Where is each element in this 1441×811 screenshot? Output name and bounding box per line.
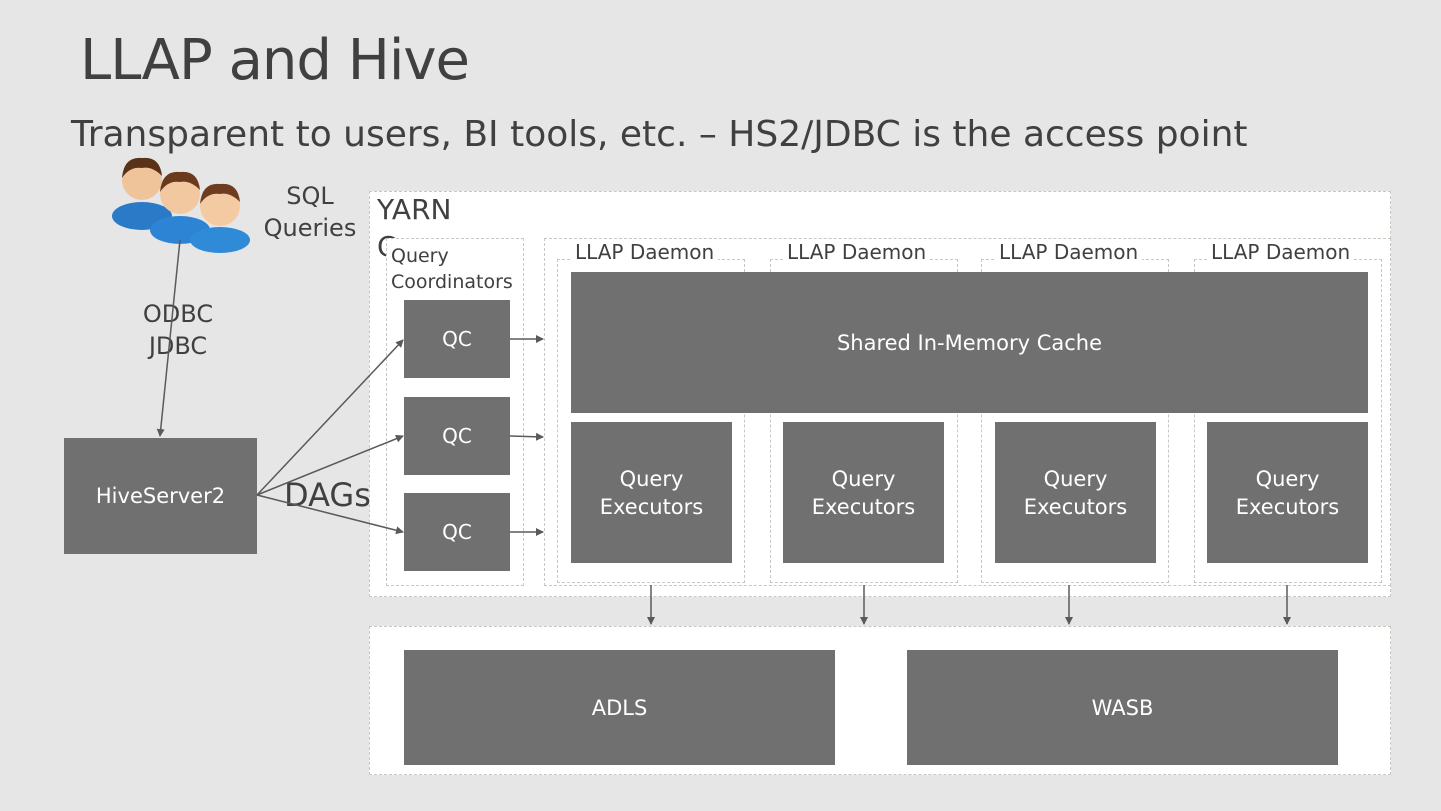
dags-label: DAGs [284,476,371,514]
qc-label: QC [442,424,472,448]
executors-label-line1: Query [619,466,684,491]
wasb-label: WASB [1091,695,1154,720]
adls-label: ADLS [591,695,648,720]
slide-title: LLAP and Hive [80,28,470,93]
executors-label-line2: Executors [1023,494,1128,519]
jdbc-label: JDBC [148,332,208,360]
hiveserver2-label: HiveServer2 [95,484,226,508]
adls-box: ADLS [404,650,835,765]
coordinators-label-line1: Query [391,245,449,267]
hiveserver2-box: HiveServer2 [64,438,257,554]
executors-label-line1: Query [831,466,896,491]
executors-label-line1: Query [1043,466,1108,491]
slide-subtitle: Transparent to users, BI tools, etc. – H… [71,114,1248,155]
sql-label: SQL [286,182,334,210]
wasb-box: WASB [907,650,1338,765]
users-icon [112,157,250,253]
shared-cache-label: Shared In-Memory Cache [836,330,1103,355]
llap-daemon-label-1: LLAP Daemon [571,240,719,264]
llap-daemon-label-2: LLAP Daemon [783,240,931,264]
qc-box-3: QC [404,493,510,571]
executors-label-line2: Executors [599,494,704,519]
shared-cache-box: Shared In-Memory Cache [571,272,1368,413]
qc-box-2: QC [404,397,510,475]
qc-box-1: QC [404,300,510,378]
qc-label: QC [442,327,472,351]
executors-label-line1: Query [1255,466,1320,491]
qc-label: QC [442,520,472,544]
odbc-label: ODBC [142,300,214,328]
executors-label-line2: Executors [811,494,916,519]
queries-label: Queries [263,214,357,242]
llap-daemon-label-4: LLAP Daemon [1207,240,1355,264]
yarn-label: YARN [377,193,452,226]
executors-label-line2: Executors [1235,494,1340,519]
coordinators-label-line2: Coordinators [391,271,513,293]
llap-daemon-label-3: LLAP Daemon [995,240,1143,264]
